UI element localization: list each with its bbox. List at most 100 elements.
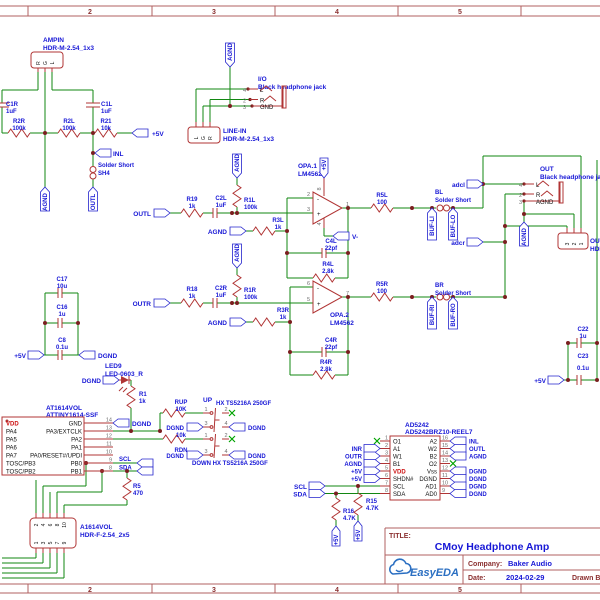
r5r-value: 100 [377,289,388,295]
hdr2x5-pin1: 1 [34,541,40,544]
plus5v-c8-flag-label: +5V [14,353,26,360]
dgnd-up-right-flag-label: DGND [248,426,266,432]
hdr2x5-pin4: 4 [41,523,47,526]
dgnd-pot-vss-flag-label: DGND [469,470,487,476]
bl-ref: BL [435,190,443,196]
plus5v-opa1-flag-label: +5V [322,160,328,171]
c2l-value: 1uF [216,203,227,209]
c2l-ref: C2L [215,196,227,202]
digipot-ad5242: AD5242 AD5242BRZ10-REEL7 O1 A1 W1 B1 VDD… [293,422,487,547]
plus5v-pot-shdn-flag-label: +5V [351,477,362,483]
r2r-ref: R2R [13,119,26,125]
dgnd-pot-ad1-flag-label: DGND [469,485,487,491]
sda-pot-flag-label: SDA [293,492,307,499]
up-btn-part: HX TS5216A 250GF [216,401,271,407]
inr-flag-label2: INR [352,447,363,453]
r3l-value: 1k [275,225,282,231]
pot-pin12-number: 12 [442,466,448,472]
rup-ref: RUP [175,400,188,406]
agnd-out-flag-label: AGND [522,228,528,246]
out-jack-pin-r-name: R [536,193,541,199]
r5-ref: R5 [133,484,141,490]
opa1-plus: + [317,212,321,218]
adcl-flag-label: adcl [452,182,465,189]
border-col-5-top: 5 [458,9,462,16]
pot-pin-a2: A2 [430,440,438,446]
mcu-pin-pa1: PA1 [71,446,83,452]
sh4-solder-short-label: Solder Short [98,163,134,169]
up-btn-pin4: 4 [224,421,227,427]
out-hdr-package: HDR-M-2.54_1x3 [590,246,600,253]
c4r-ref: C4R [325,338,338,344]
inl-pot-flag-label: INL [469,440,479,446]
plus5v-r16-flag-label: +5V [334,535,340,546]
vminus-flag-label: V- [352,234,358,241]
border-col-2-top: 2 [88,9,92,16]
border-col-4-bottom: 4 [335,587,339,594]
mcu-pin14-number: 14 [106,418,112,424]
r3l-ref: R3L [272,218,284,224]
opa2-plus: + [317,302,321,308]
pot-pin13-number: 13 [442,458,448,464]
out-jack-desc: Black headphone jack [540,174,600,181]
dgnd-pot-ad0-flag-label: DGND [469,492,487,498]
adcr-flag-label: adcr [451,240,465,247]
agnd-r3l-flag-label: AGND [208,229,227,236]
scl-mcu-flag-label: SCL [119,457,131,463]
dgnd-down-left-flag-label: DGND [166,454,184,460]
dgnd-led-flag-label: DGND [82,378,101,385]
linein-package: HDR-M-2.54_1x3 [223,136,274,143]
c4l-ref: C4L [325,239,337,245]
up-btn-pin2: 2 [224,407,227,413]
r4r-ref: R4R [320,360,333,366]
r21-value: 10k [101,126,112,132]
agnd-pot-right-flag-label: AGND [469,455,487,461]
pot-pin3-number: 3 [385,451,388,457]
r16-value: 4.7K [343,516,356,522]
pot-pin-w2: W2 [428,447,438,453]
io-pin2-number: 2 [243,99,246,105]
mcu-pin-gnd: GND [69,422,83,428]
c1l-ref: C1L [101,102,113,108]
hdr2x5-pin2: 2 [34,523,40,526]
plus5v-flag-label: +5V [152,131,164,138]
r1r-ref: R1R [244,288,257,294]
down-btn-pin3: 3 [204,449,207,455]
mcu-pin12-number: 12 [106,434,112,440]
mcu-pin-tosc-pb2: TOSC/PB2 [6,470,36,476]
pot-pin-o2: O2 [429,462,438,468]
r4l-ref: R4L [322,262,334,268]
pot-pin-ad1: AD1 [425,485,437,491]
pot-pin1-number: 1 [385,436,388,442]
pot-pin16-number: 16 [442,436,448,442]
r19-value: 1k [189,204,196,210]
c2r-ref: C2R [215,286,228,292]
out-jack-ref: OUT [540,166,554,173]
io-pin3-number: 3 [243,105,246,111]
connector-ampin: AMPIN HDR-M-2.54_1x3 R G L [30,37,94,72]
io-pin4-number: 4 [243,88,246,94]
r1r-value: 100k [244,295,258,301]
out-hdr-pin1: 1 [579,242,585,245]
c4l-value: 22pf [325,246,338,252]
agnd-r3r-flag-label: AGND [208,320,227,327]
linein-ref: LINE-IN [223,128,247,135]
left-channel: OUTL R19 1k C2L 1uF R1L 100k AGND AGND R… [133,154,484,283]
pot-pin-dgnd: DGND [419,477,437,483]
mcu-pin-pa2: PA2 [71,438,83,444]
line-in-section: AGND L G R LINE-IN HDR-M-2.54_1x3 I/O Bl… [187,43,327,144]
out-jack-pin3-number: 3 [519,200,522,206]
mcu-pin-pa4: PA4 [6,430,18,436]
programming-header: 2 4 6 8 10 1 3 5 7 9 A1614VOL HDR-F-2.54… [29,513,130,553]
pot-pin-b1: B1 [393,462,401,468]
pot-pin2-number: 2 [385,443,388,449]
r2r-value: 100k [12,126,26,132]
pot-pin-vdd: VDD [393,470,406,476]
pot-pin11-number: 11 [442,473,448,479]
sda-mcu-flag-label: SDA [119,466,132,472]
scl-pot-flag-label: SCL [294,484,307,491]
led9-package: LED-0603_R [105,371,143,378]
ampin-pin-l: L [50,61,56,64]
mcu-pin-pb1: PB1 [71,470,83,476]
pot-pin10-number: 10 [442,481,448,487]
